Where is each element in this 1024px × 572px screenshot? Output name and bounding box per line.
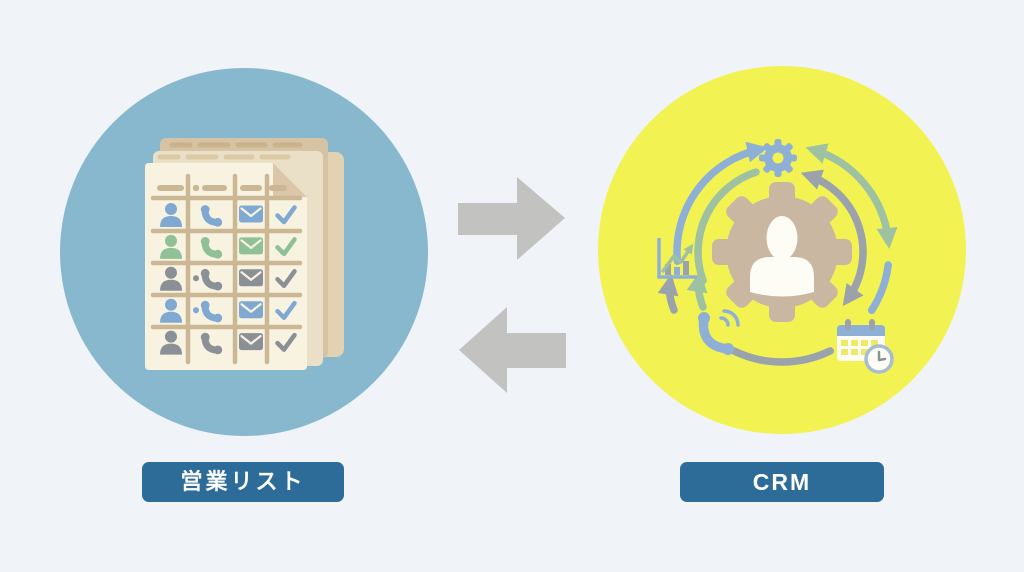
arrow-right-icon — [458, 177, 565, 260]
envelope-icon — [237, 236, 265, 256]
person-silhouette-icon — [750, 216, 814, 297]
arrow-left-icon — [459, 307, 566, 393]
envelope-icon — [237, 332, 265, 352]
arc-green-top-right-icon — [805, 143, 898, 249]
arc-green-top-left-icon — [694, 168, 760, 285]
arrow-up-green-icon — [686, 270, 708, 311]
gear-icon — [759, 139, 797, 177]
table-header-dot — [192, 184, 200, 192]
arc-gray-bottom-icon — [730, 347, 834, 366]
envelope-icon — [237, 300, 265, 320]
crm-icon — [657, 139, 898, 374]
crm-circle — [598, 66, 966, 434]
arc-blue-right-icon — [867, 261, 892, 315]
contact-table-grid — [150, 173, 303, 365]
crm-label-text: CRM — [752, 469, 812, 495]
growth-chart-icon — [657, 238, 697, 279]
phone-icon — [698, 309, 740, 355]
user-gear-icon — [712, 182, 852, 322]
sales-list-label-text: 営業リスト — [180, 469, 306, 494]
arc-gray-right-icon — [800, 169, 867, 307]
envelope-icon — [237, 204, 265, 224]
dot-icon — [193, 307, 199, 314]
crm-label-badge: CRM — [680, 462, 884, 502]
cycle-arcs — [657, 141, 898, 366]
calendar-clock-icon — [837, 319, 894, 374]
sales-list-circle — [60, 68, 428, 436]
arc-blue-top-left-icon — [673, 141, 769, 265]
dot-icon — [193, 275, 199, 282]
exchange-arrows — [458, 177, 566, 393]
sales-list-label-badge: 営業リスト — [142, 462, 344, 502]
sales-list-icon — [145, 138, 344, 370]
envelope-icon — [237, 268, 265, 288]
arrow-up-gray-icon — [657, 273, 679, 314]
